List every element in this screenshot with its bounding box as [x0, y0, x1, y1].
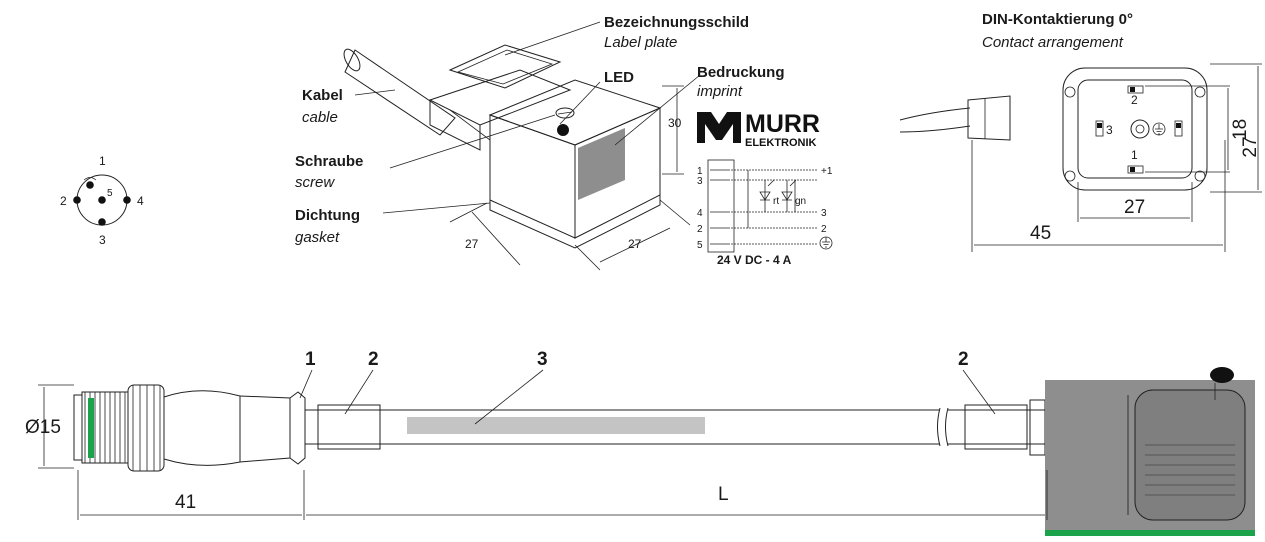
din-gasket-green — [1045, 530, 1255, 536]
murr-logo: MURR ELEKTRONIK — [697, 110, 820, 149]
dim-30: 30 — [668, 116, 682, 130]
led-drawing — [557, 124, 569, 136]
din-title: DIN-Kontaktierung 0° — [982, 11, 1133, 28]
sleeve-left — [317, 404, 381, 450]
callout-2-left: 2 — [368, 349, 379, 370]
circuit-out-plus1: +1 — [821, 166, 833, 177]
marker-label — [407, 417, 705, 434]
led-label: LED — [604, 69, 634, 86]
circuit-pin-2: 2 — [697, 224, 703, 235]
logo-sub: ELEKTRONIK — [745, 137, 817, 149]
callout-1: 1 — [305, 349, 316, 370]
pin-2 — [73, 196, 81, 204]
cable-en: cable — [302, 109, 338, 126]
m12-body — [163, 390, 241, 466]
din-led — [1210, 367, 1234, 383]
circuit-pin-1: 1 — [697, 166, 703, 177]
callout-3: 3 — [537, 349, 548, 370]
led-green-symbol — [781, 191, 793, 201]
imprint-area — [578, 128, 625, 200]
gasket-drawing — [489, 195, 661, 249]
din-contact-1: 1 — [1131, 148, 1138, 162]
din-dim-45: 45 — [1030, 223, 1051, 244]
screw-en: screw — [295, 174, 335, 191]
cable-assembly — [38, 367, 1255, 536]
pin-3 — [98, 218, 106, 226]
led-red-label: rt — [773, 196, 779, 207]
din-dim-18: 18 — [1230, 119, 1251, 140]
din-housing — [1062, 67, 1208, 191]
pin-4 — [123, 196, 131, 204]
label-plate-en: Label plate — [604, 34, 677, 51]
sleeve-right — [964, 404, 1028, 450]
gasket-de: Dichtung — [295, 207, 360, 224]
cable-drawing — [344, 49, 456, 136]
din-subtitle: Contact arrangement — [982, 34, 1124, 51]
rating-label: 24 V DC - 4 A — [717, 253, 792, 267]
din-dim-27-vertical: 27 — [1240, 136, 1261, 157]
dim-27-right: 27 — [628, 237, 642, 251]
pin-1 — [86, 181, 94, 189]
coding-key — [83, 177, 97, 181]
cable-de: Kabel — [302, 87, 343, 104]
pin-label-3: 3 — [99, 233, 106, 247]
label-plate-de: Bezeichnungsschild — [604, 14, 749, 31]
led-green-label: gn — [795, 196, 806, 207]
screw-drawing — [555, 107, 575, 119]
pin-5 — [98, 196, 106, 204]
din-contact-3: 3 — [1106, 123, 1113, 137]
dim-41: 41 — [175, 492, 196, 513]
pinout-diagram: 1 2 5 4 3 — [60, 154, 144, 247]
led-red-symbol — [759, 191, 771, 201]
callout-1-part — [289, 391, 306, 465]
circuit-diagram: 1 3 4 2 5 +1 3 2 rt gn 24 V DC - 4 A — [697, 159, 833, 267]
dim-diameter: Ø15 — [25, 417, 61, 438]
pin-label-2: 2 — [60, 194, 67, 208]
label-plate-drawing — [448, 44, 562, 89]
circuit-out-2: 2 — [821, 224, 827, 235]
din-front-view — [899, 63, 1262, 252]
logo-brand: MURR — [745, 110, 820, 138]
din-ground-icon — [1152, 122, 1166, 136]
logo-mark — [697, 112, 741, 143]
circuit-pin-3: 3 — [697, 176, 703, 187]
screw-de: Schraube — [295, 153, 363, 170]
din-contact-2: 2 — [1131, 93, 1138, 107]
dim-L: L — [718, 484, 729, 505]
connector-isometric: 30 27 27 — [343, 21, 701, 271]
gasket-en: gasket — [295, 229, 340, 246]
pin-label-5: 5 — [107, 188, 113, 199]
imprint-en: imprint — [697, 83, 743, 100]
imprint-de: Bedruckung — [697, 64, 785, 81]
callout-2-right: 2 — [958, 349, 969, 370]
pin-label-1: 1 — [99, 154, 106, 168]
pin-label-4: 4 — [137, 194, 144, 208]
dim-27-left: 27 — [465, 237, 479, 251]
din-dim-27-horizontal: 27 — [1124, 197, 1145, 218]
circuit-out-3: 3 — [821, 208, 827, 219]
circuit-pin-4: 4 — [697, 208, 703, 219]
m12-green-ring — [88, 398, 94, 458]
housing-top — [488, 79, 662, 146]
circuit-pin-5: 5 — [697, 240, 703, 251]
